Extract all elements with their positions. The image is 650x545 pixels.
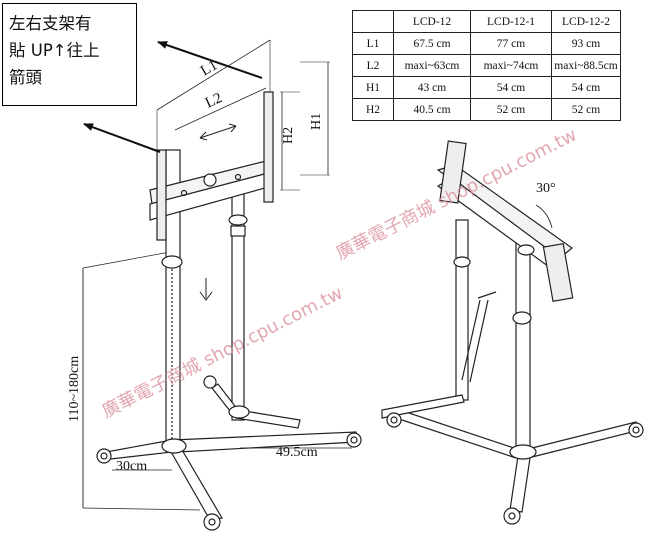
note-line-1: 左右支架有 <box>9 14 92 33</box>
spec-row-label: L1 <box>352 32 394 55</box>
spec-cell: maxi~88.5cm <box>551 54 621 77</box>
spec-row-l1: L1 67.5 cm 77 cm 93 cm <box>352 32 621 55</box>
spec-row-label: L2 <box>352 54 394 77</box>
spec-header-lcd12-1: LCD-12-1 <box>470 10 552 33</box>
instruction-note: 左右支架有 貼 UP↑往上 箭頭 <box>2 3 137 106</box>
spec-cell: 67.5 cm <box>393 32 471 55</box>
spec-row-h1: H1 43 cm 54 cm 54 cm <box>352 76 621 99</box>
dim-label-l1: L1 <box>198 57 220 79</box>
spec-row-h2: H2 40.5 cm 52 cm 52 cm <box>352 98 621 121</box>
spec-cell: 54 cm <box>470 76 552 99</box>
spec-cell: 52 cm <box>470 98 552 121</box>
note-line-2: 貼 UP↑往上 <box>9 41 100 60</box>
up-arrow-pointer-2 <box>83 123 161 153</box>
spec-row-l2: L2 maxi~63cm maxi~74cm maxi~88.5cm <box>352 54 621 77</box>
dim-label-height: 110~180cm <box>67 356 82 422</box>
right-stand <box>381 140 644 525</box>
left-stand <box>82 39 362 531</box>
note-line-3: 箭頭 <box>9 68 42 87</box>
up-arrow-pointer-1 <box>157 41 263 79</box>
spec-cell: maxi~74cm <box>470 54 552 77</box>
spec-cell: 54 cm <box>551 76 621 99</box>
spec-table: LCD-12 LCD-12-1 LCD-12-2 L1 67.5 cm 77 c… <box>352 10 621 121</box>
dim-label-h1: H1 <box>309 113 324 130</box>
dim-label-tilt: 30° <box>536 181 556 196</box>
dim-label-base-depth: 30cm <box>116 459 147 474</box>
spec-cell: 43 cm <box>393 76 471 99</box>
spec-cell: 93 cm <box>551 32 621 55</box>
spec-header-lcd12-2: LCD-12-2 <box>551 10 621 33</box>
spec-header-blank <box>352 10 394 33</box>
dim-label-h2: H2 <box>281 127 296 144</box>
spec-row-label: H2 <box>352 98 394 121</box>
spec-header-row: LCD-12 LCD-12-1 LCD-12-2 <box>352 10 621 33</box>
spec-cell: maxi~63cm <box>393 54 471 77</box>
spec-cell: 40.5 cm <box>393 98 471 121</box>
spec-cell: 77 cm <box>470 32 552 55</box>
spec-row-label: H1 <box>352 76 394 99</box>
dim-label-l2: L2 <box>203 90 225 112</box>
spec-cell: 52 cm <box>551 98 621 121</box>
spec-header-lcd12: LCD-12 <box>393 10 471 33</box>
dim-label-base-width: 49.5cm <box>276 445 318 460</box>
